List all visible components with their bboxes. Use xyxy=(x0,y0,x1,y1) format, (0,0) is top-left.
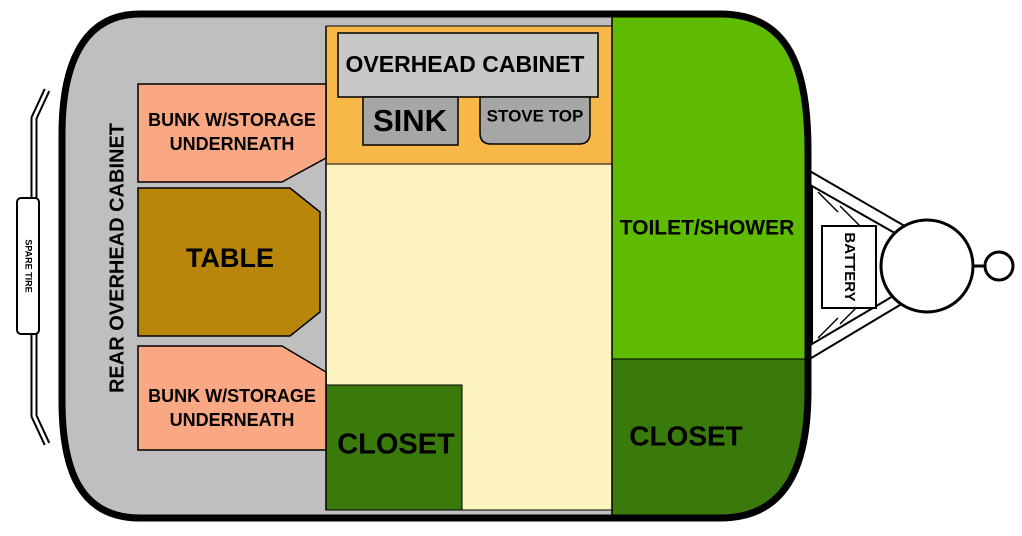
stove-top xyxy=(479,96,591,145)
rear-cabinet-label: REAR OVERHEAD CABINET xyxy=(106,123,128,393)
hitch-ball xyxy=(972,250,1015,282)
sink-label: SINK xyxy=(373,103,448,138)
bunk-top-label-line2: UNDERNEATH xyxy=(170,134,295,154)
spare-tire: SPARE TIRE xyxy=(16,197,40,335)
dinette-table xyxy=(137,187,321,337)
battery-label: BATTERY xyxy=(841,232,858,301)
bunk-bottom-label-line2: UNDERNEATH xyxy=(170,410,295,430)
toilet-shower xyxy=(611,14,808,360)
spare-tire-label: SPARE TIRE xyxy=(24,239,34,292)
overhead-cabinet xyxy=(337,32,599,98)
closet-right-label: CLOSET xyxy=(629,420,743,451)
bunk-bottom xyxy=(137,345,327,451)
toilet-shower-label: TOILET/SHOWER xyxy=(620,217,795,240)
table-label: TABLE xyxy=(186,243,274,273)
closet-left xyxy=(325,384,463,511)
trailer-outline xyxy=(58,10,812,522)
overhead-cabinet-label: OVERHEAD CABINET xyxy=(346,51,585,77)
stove-top-label: STOVE TOP xyxy=(487,106,584,125)
closet-right xyxy=(611,358,808,518)
closet-left-label: CLOSET xyxy=(337,429,455,461)
spare-wheel-hitch xyxy=(879,218,975,314)
bunk-top-label-line1: BUNK W/STORAGE xyxy=(148,110,316,130)
bunk-bottom-label-line1: BUNK W/STORAGE xyxy=(148,386,316,406)
bunk-top xyxy=(137,83,327,183)
sink xyxy=(362,96,459,146)
battery-box: BATTERY xyxy=(821,225,877,309)
